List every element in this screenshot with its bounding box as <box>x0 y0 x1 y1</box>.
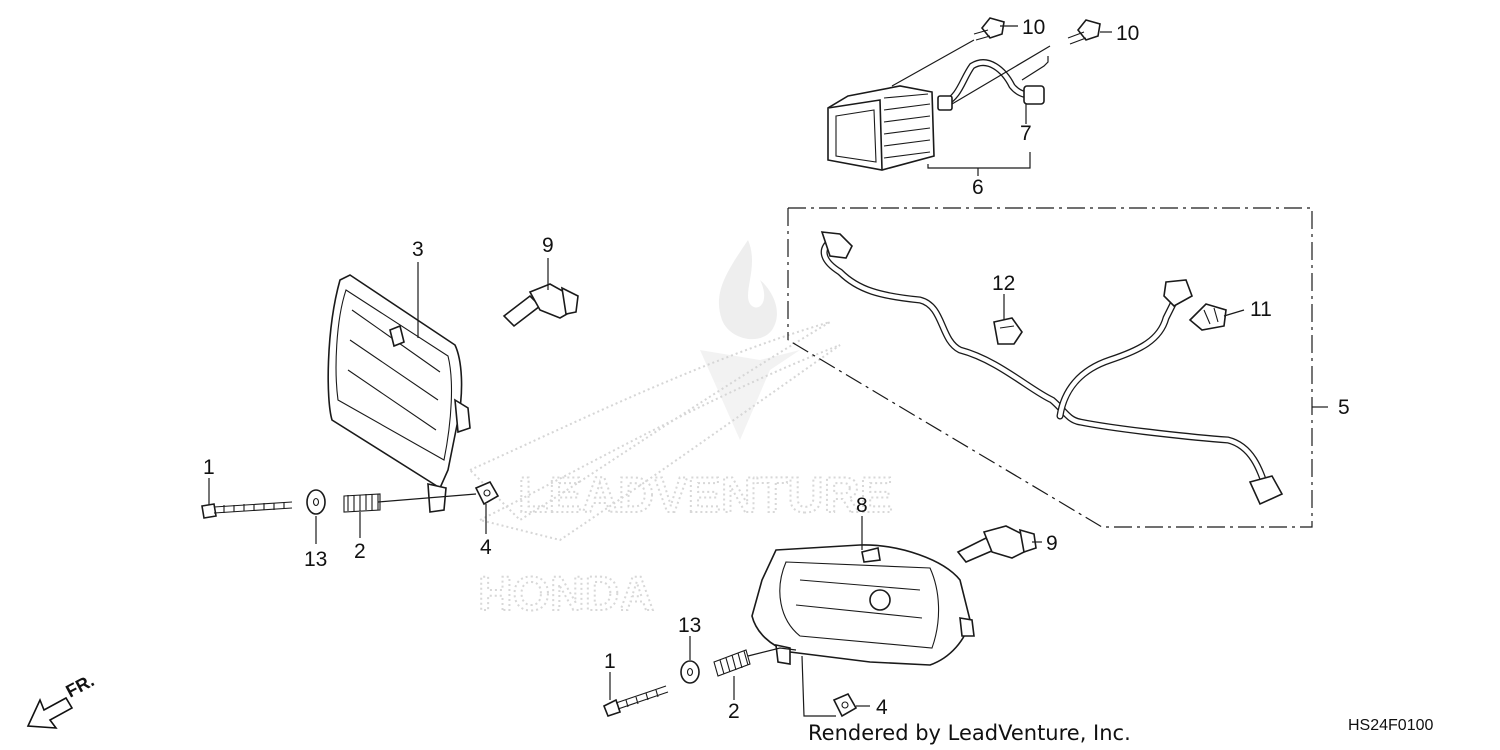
front-direction-indicator: FR. <box>26 670 97 729</box>
spring-2-left-icon <box>343 493 381 513</box>
callout-13: 13 <box>678 614 701 637</box>
control-unit-assembly <box>827 59 1045 171</box>
spring-2-right-icon <box>713 649 751 677</box>
bulb-9-top-icon <box>502 283 579 328</box>
washer-13-right-icon <box>680 660 700 684</box>
callout-2: 2 <box>354 540 366 563</box>
pigtail-connector-icon <box>937 95 953 111</box>
clip-11-icon <box>1188 303 1227 331</box>
leader-lines <box>208 25 1328 717</box>
clip-12-icon <box>993 317 1023 345</box>
headlight-right <box>751 544 975 666</box>
harness-connector-mid-icon <box>1163 279 1193 307</box>
pigtail-end-connector-icon <box>1023 85 1045 105</box>
callout-4: 4 <box>876 696 888 719</box>
harness-connector-right-icon <box>1248 475 1284 506</box>
callout-5: 5 <box>1338 396 1350 419</box>
callout-9: 9 <box>542 234 554 257</box>
callout-3: 3 <box>412 238 424 261</box>
headlight-left <box>327 274 471 513</box>
callout-11: 11 <box>1250 298 1272 321</box>
bulb-9-right-icon <box>956 525 1037 563</box>
bolt-1-left-icon <box>201 501 293 519</box>
callout-4: 4 <box>480 536 492 559</box>
callout-10: 10 <box>1116 22 1139 45</box>
bolt-1-right-icon <box>602 685 669 717</box>
callout-9: 9 <box>1046 532 1058 555</box>
callout-1: 1 <box>203 456 215 479</box>
callout-8: 8 <box>856 494 868 517</box>
flame-logo-icon <box>700 240 800 440</box>
callout-12: 12 <box>992 272 1015 295</box>
front-direction-label: FR. <box>62 670 97 701</box>
render-credit-text: Rendered by LeadVenture, Inc. <box>808 721 1131 745</box>
front-arrow-icon <box>26 696 74 729</box>
bolt-10-right-icon <box>1067 19 1101 45</box>
callout-labels: 10 10 7 6 9 3 12 11 5 1 13 2 4 8 9 13 1 … <box>203 16 1350 723</box>
watermark-maker-text: HONDA <box>478 568 654 621</box>
bolt-10-left-icon <box>973 17 1005 41</box>
callout-2: 2 <box>728 700 740 723</box>
harness-connector-left-icon <box>820 231 853 259</box>
honda-wing-logo-icon <box>468 321 841 542</box>
callout-7: 7 <box>1020 122 1032 145</box>
washer-13-left-icon <box>306 489 326 515</box>
callout-6: 6 <box>972 176 984 199</box>
callout-10: 10 <box>1022 16 1045 39</box>
nut-4-right-icon <box>832 692 858 718</box>
wiring-harness <box>820 231 1284 506</box>
nut-4-left-icon <box>474 480 500 506</box>
leadventure-watermark: LEADVENTURE HONDA <box>468 240 894 622</box>
watermark-brand-text: LEADVENTURE <box>518 467 893 523</box>
callout-13: 13 <box>304 548 327 571</box>
diagram-code: HS24F0100 <box>1348 717 1433 734</box>
callout-1: 1 <box>604 650 616 673</box>
